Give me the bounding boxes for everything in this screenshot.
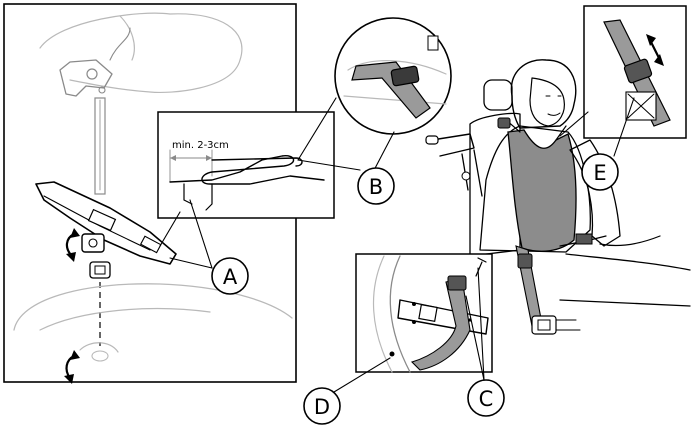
wheelchair-headrest: [484, 80, 512, 110]
adjuster-detail-inset: [584, 6, 686, 138]
callout-c-label: C: [479, 387, 494, 411]
callout-d: D: [304, 388, 340, 424]
buckle-detail-circle: [335, 18, 451, 134]
callout-e: E: [582, 154, 618, 190]
callout-a: A: [212, 258, 248, 294]
harness-vest: [508, 130, 576, 251]
callout-c: C: [468, 380, 504, 416]
person-hair: [511, 60, 575, 128]
callout-b: B: [358, 168, 394, 204]
frame-bracket-inset: [356, 254, 492, 372]
callout-e-label: E: [593, 161, 606, 185]
callout-d-label: D: [314, 395, 330, 419]
person-legs: [560, 254, 690, 306]
dimension-label: min. 2-3cm: [172, 140, 229, 151]
callout-a-label: A: [223, 265, 238, 289]
person-face: [530, 78, 564, 126]
callout-b-label: B: [369, 175, 383, 199]
strap-detail-inset: min. 2-3cm: [158, 112, 334, 218]
inset-frame-strap: [158, 112, 334, 218]
